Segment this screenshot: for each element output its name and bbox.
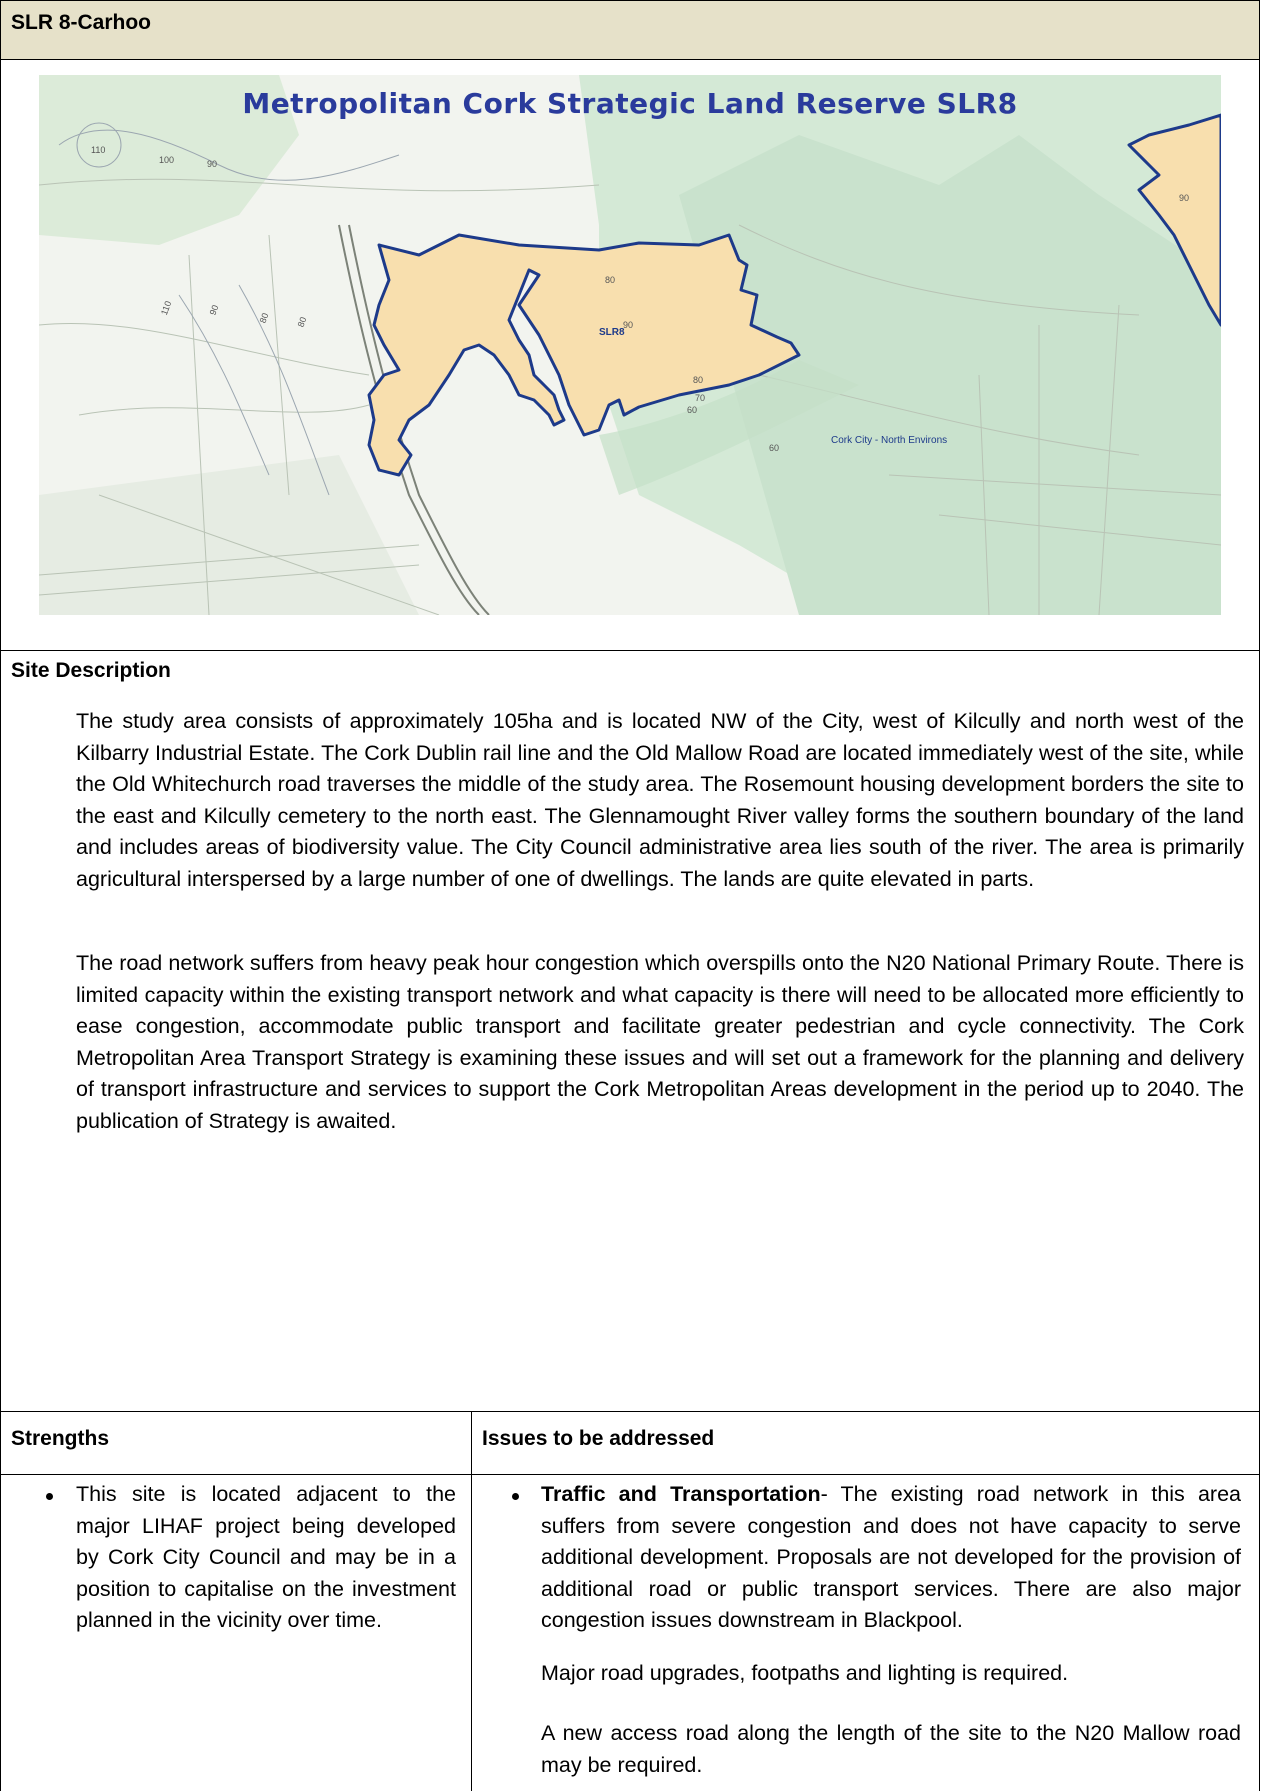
strength-item: This site is located adjacent to the maj… [76, 1482, 456, 1633]
contour-label: 90 [207, 159, 218, 169]
issues-heading: Issues to be addressed [482, 1427, 715, 1450]
issues-cell: Traffic and Transportation- The existing… [471, 1474, 1260, 1791]
site-description-heading: Site Description [11, 659, 171, 682]
site-description: Site Description The study area consists… [0, 650, 1260, 1412]
contour-label: 70 [695, 393, 706, 403]
contour-label: 60 [687, 405, 698, 415]
description-paragraph: The road network suffers from heavy peak… [76, 951, 1244, 1133]
contour-label: 90 [1179, 193, 1190, 203]
section-header: SLR 8-Carhoo [0, 0, 1260, 60]
site-map: Metropolitan Cork Strategic Land Reserve… [39, 75, 1221, 615]
map-site-label: SLR8 [599, 327, 625, 338]
contour-label: 80 [693, 375, 704, 385]
strengths-cell: This site is located adjacent to the maj… [0, 1474, 472, 1791]
map-area-label: Cork City - North Environs [831, 435, 948, 446]
issue-item-extra: A new access road along the length of th… [541, 1721, 1241, 1777]
contour-label: 80 [605, 275, 616, 285]
issue-item-extra: Major road upgrades, footpaths and light… [541, 1661, 1069, 1685]
bullet-icon [46, 1493, 53, 1500]
issue-item-text: - The existing road network in this area… [541, 1482, 1241, 1633]
issue-item: Traffic and Transportation- The existing… [541, 1479, 1241, 1637]
map-graphic [39, 75, 1221, 615]
description-paragraph: The study area consists of approximately… [76, 709, 1244, 891]
section-title: SLR 8-Carhoo [11, 11, 152, 34]
issue-item-title: Traffic and Transportation [541, 1482, 821, 1506]
strengths-header: Strengths [0, 1411, 472, 1475]
map-cell: Metropolitan Cork Strategic Land Reserve… [0, 59, 1260, 651]
strengths-heading: Strengths [11, 1427, 110, 1450]
contour-label: 60 [769, 443, 780, 453]
contour-label: 90 [623, 320, 634, 330]
map-title: Metropolitan Cork Strategic Land Reserve… [242, 87, 1018, 120]
contour-label: 110 [91, 145, 106, 155]
bullet-icon [512, 1493, 519, 1500]
issues-header: Issues to be addressed [471, 1411, 1260, 1475]
contour-label: 100 [159, 155, 175, 165]
